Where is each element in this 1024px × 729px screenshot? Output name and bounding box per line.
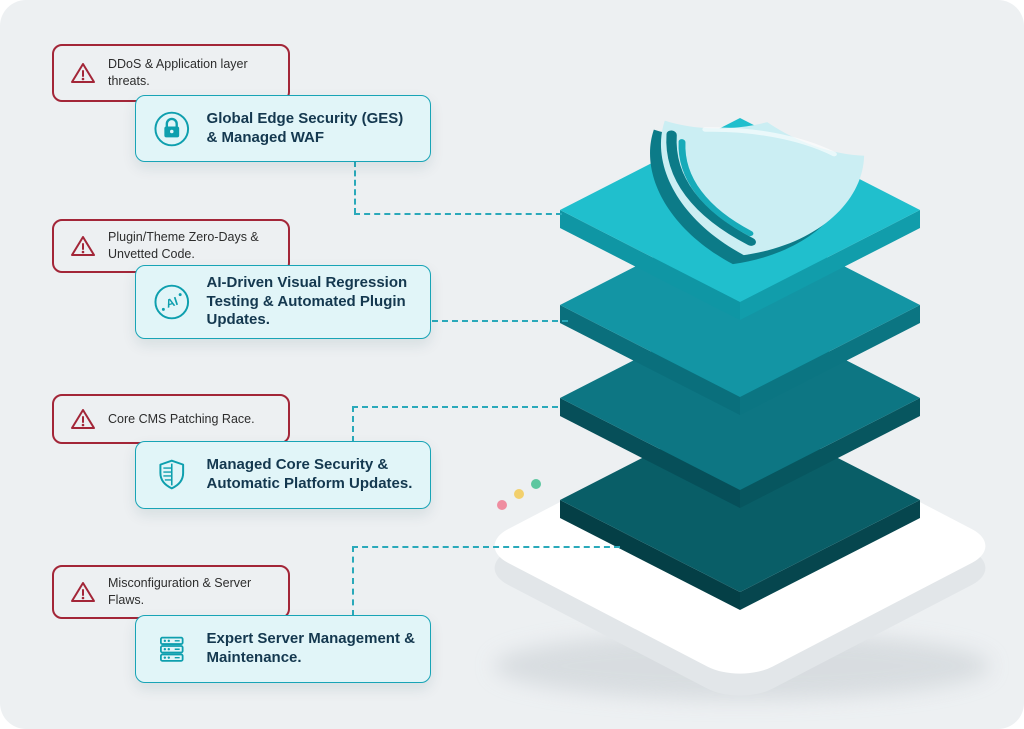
ai-testing-icon: AI — [154, 284, 190, 320]
threat-label: Misconfiguration & Server Flaws. — [108, 576, 252, 607]
connector-line — [352, 406, 354, 442]
solution-box-ges-waf: Global Edge Security (GES) & Managed WAF — [135, 95, 431, 162]
base-side — [494, 440, 986, 696]
stack-layer-2 — [560, 213, 920, 415]
server-icon — [160, 636, 184, 662]
svg-text:AI: AI — [164, 294, 180, 311]
threat-box-ddos: DDoS & Application layer threats. — [52, 44, 290, 102]
lock-icon — [154, 111, 190, 146]
solution-label: Managed Core Security & Automatic Platfo… — [206, 456, 413, 492]
base-dot-yellow — [514, 489, 524, 499]
solution-box-server-management: Expert Server Management & Maintenance. — [135, 615, 431, 683]
solution-label: AI-Driven Visual Regression Testing & Au… — [206, 273, 408, 329]
solution-label: Global Edge Security (GES) & Managed WAF — [206, 109, 404, 146]
threat-box-misconfiguration: Misconfiguration & Server Flaws. — [52, 565, 290, 619]
threat-label: Plugin/Theme Zero-Days & Unvetted Code. — [108, 230, 259, 261]
connector-line — [354, 161, 356, 214]
warning-icon — [71, 236, 95, 256]
warning-icon — [71, 409, 95, 429]
shield-topper-icon — [650, 120, 865, 265]
solution-box-ai-regression: AI AI-Driven Visual Regression Testing &… — [135, 265, 431, 339]
stack-layer-4 — [560, 408, 920, 610]
connector-line — [352, 546, 620, 548]
warning-icon — [71, 63, 95, 83]
solution-label: Expert Server Management & Maintenance. — [206, 630, 415, 666]
connector-line — [352, 406, 558, 408]
warning-icon — [71, 582, 95, 602]
shield-check-icon — [159, 459, 185, 490]
connector-line — [354, 213, 562, 215]
threat-box-cms-patching: Core CMS Patching Race. — [52, 394, 290, 444]
connector-line — [352, 546, 354, 616]
threat-label: DDoS & Application layer threats. — [108, 57, 248, 88]
solution-box-core-security: Managed Core Security & Automatic Platfo… — [135, 441, 431, 509]
base-dot-green — [531, 479, 541, 489]
connector-line — [432, 320, 568, 322]
base-dot-pink — [497, 500, 507, 510]
base-shadow — [494, 632, 990, 700]
threat-label: Core CMS Patching Race. — [108, 411, 255, 426]
stack-layer-3 — [560, 306, 920, 508]
stack-layer-1 — [560, 118, 920, 320]
